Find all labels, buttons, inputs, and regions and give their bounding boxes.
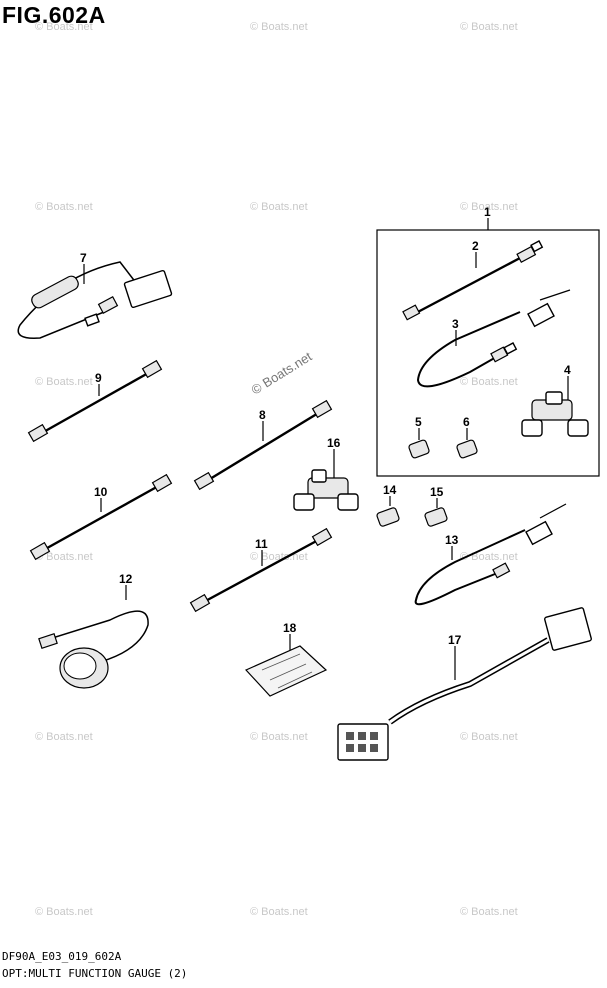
part-4-tee [521, 376, 589, 437]
watermark: © Boats.net [35, 21, 93, 33]
watermark-center: © Boats.net [249, 349, 315, 398]
watermark: © Boats.net [250, 731, 308, 743]
callout-3: 3 [452, 317, 459, 331]
watermark: © Boats.net [460, 551, 518, 563]
figure-code: DF90A_E03_019_602A [2, 950, 122, 963]
watermark: © Boats.net [35, 551, 93, 563]
watermark: © Boats.net [250, 201, 308, 213]
part-14-terminator [376, 496, 400, 527]
callout-15: 15 [430, 485, 444, 499]
watermark: © Boats.net [460, 201, 518, 213]
callout-11: 11 [255, 537, 268, 551]
part-13-cable [414, 503, 567, 606]
callout-8: 8 [259, 408, 266, 422]
callout-17: 17 [448, 633, 462, 647]
callout-10: 10 [94, 485, 108, 499]
watermark: © Boats.net [35, 201, 93, 213]
callout-13: 13 [445, 533, 459, 547]
part-17-harness [337, 607, 592, 761]
callout-18: 18 [283, 621, 297, 635]
watermark: © Boats.net [250, 906, 308, 918]
watermark: © Boats.net [460, 376, 518, 388]
part-7-adapter-cable [17, 261, 173, 339]
callout-5: 5 [415, 415, 422, 429]
callout-16: 16 [327, 436, 341, 450]
callout-14: 14 [383, 483, 397, 497]
callout-labels: 1 2 3 4 5 6 7 8 9 10 11 12 13 14 15 16 1… [80, 205, 571, 647]
part-6-terminator [456, 428, 478, 459]
figure-caption: OPT:MULTI FUNCTION GAUGE (2) [2, 967, 188, 980]
part-3-cable [416, 289, 571, 388]
figure-title: FIG.602A [2, 2, 106, 28]
part-18-bag [244, 634, 328, 697]
part-12-sensor [38, 585, 149, 689]
part-2-cable [402, 240, 544, 321]
callout-7: 7 [80, 251, 87, 265]
callout-4: 4 [564, 363, 571, 377]
watermark: © Boats.net [35, 731, 93, 743]
part-16-tee [293, 449, 359, 511]
callout-1: 1 [484, 205, 491, 219]
callout-9: 9 [95, 371, 102, 385]
watermark: © Boats.net [35, 906, 93, 918]
part-8-cable [193, 399, 333, 491]
watermark: © Boats.net [460, 906, 518, 918]
callout-6: 6 [463, 415, 470, 429]
part-5-terminator [408, 428, 430, 459]
part-9-cable [27, 359, 163, 443]
callout-12: 12 [119, 572, 133, 586]
part-10-cable [29, 473, 173, 561]
watermark: © Boats.net [460, 21, 518, 33]
watermark: © Boats.net [35, 376, 93, 388]
kit-box [376, 229, 600, 477]
part-15-terminator [424, 498, 448, 527]
watermark-grid: © Boats.net © Boats.net © Boats.net © Bo… [35, 21, 518, 918]
watermark: © Boats.net [250, 21, 308, 33]
callout-2: 2 [472, 239, 479, 253]
watermark: © Boats.net [460, 731, 518, 743]
part-11-cable [189, 527, 333, 613]
